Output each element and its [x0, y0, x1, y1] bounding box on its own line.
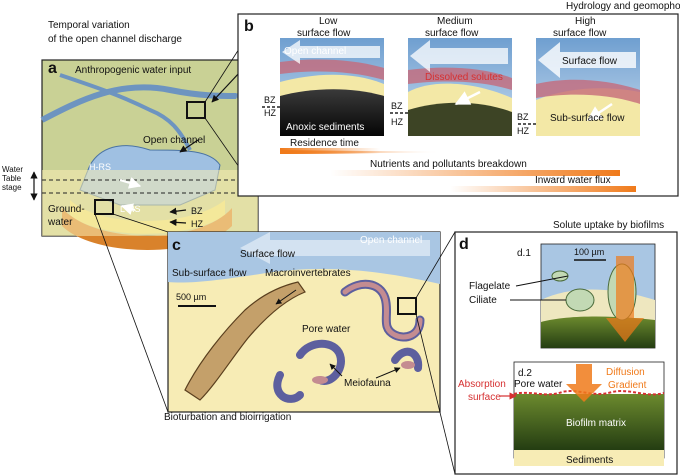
inward-label: Inward water flux: [535, 175, 611, 186]
bz-label-a: BZ: [191, 206, 203, 216]
medium-line2: surface flow: [425, 28, 479, 39]
bz-label-b2: BZ: [391, 101, 403, 111]
hz-label-b1: HZ: [264, 108, 276, 118]
open-channel-label-b: Open channel: [284, 46, 346, 57]
subsurface-label-c: Sub-surface flow: [172, 268, 247, 279]
bz-label-b3: BZ: [517, 112, 529, 122]
absorption-line1: Absorption: [458, 379, 506, 390]
zoom-box-c: [94, 199, 114, 215]
hz-label-a: HZ: [191, 219, 203, 229]
groundwater-line2: water: [47, 217, 73, 228]
hz-label-b2: HZ: [391, 117, 403, 127]
nutrients-label: Nutrients and pollutants breakdown: [370, 159, 527, 170]
diffusion-line1: Diffusion: [606, 367, 645, 378]
bz-label-b1: BZ: [264, 95, 276, 105]
h-rs-label: H-RS: [89, 162, 111, 172]
panel-c-letter: c: [172, 237, 181, 254]
open-channel-label-c: Open channel: [360, 235, 422, 246]
panel-c: [167, 231, 456, 475]
water-table-line3: stage: [2, 183, 22, 192]
pore-water-label-c: Pore water: [302, 324, 351, 335]
open-channel-label-a: Open channel: [143, 135, 205, 146]
surface-flow-label-b: Surface flow: [562, 56, 618, 67]
medium-line1: Medium: [437, 16, 473, 27]
water-table-line1: Water: [2, 165, 23, 174]
hz-label-b3: HZ: [517, 126, 529, 136]
scale-label-d: 100 µm: [574, 247, 604, 257]
panel-a-heading-line1: Temporal variation: [48, 20, 130, 31]
diffusion-line2: Gradient: [608, 380, 647, 391]
anthropogenic-label: Anthropogenic water input: [75, 65, 191, 76]
pore-water-label-d: Pore water: [514, 379, 563, 390]
water-table-line2: Table: [2, 174, 22, 183]
subsurface-label-b: Sub-surface flow: [550, 113, 625, 124]
low-line1: Low: [319, 16, 338, 27]
flagelate-label: Flagelate: [469, 281, 511, 292]
panel-b-letter: b: [244, 18, 254, 35]
scale-label-c: 500 µm: [176, 292, 206, 302]
high-line2: surface flow: [553, 28, 607, 39]
sediments-label: Sediments: [566, 455, 613, 466]
panel-b: [237, 13, 679, 197]
residence-label: Residence time: [290, 138, 359, 149]
panel-d: [454, 231, 678, 475]
panel-b-title: Hydrology and geomophology: [566, 1, 680, 12]
panel-a-letter: a: [48, 60, 57, 77]
d2-label: d.2: [518, 368, 532, 379]
d1-label: d.1: [517, 248, 531, 259]
panel-a-heading-line2: of the open channel discharge: [48, 34, 182, 45]
panel-d-title: Solute uptake by biofilms: [553, 220, 664, 231]
biofilm-label: Biofilm matrix: [566, 418, 626, 429]
absorption-line2: surface: [468, 392, 501, 403]
meiofauna-label: Meiofauna: [344, 378, 391, 389]
macro-label: Macroinvertebrates: [265, 268, 351, 279]
bioturbation-label: Bioturbation and bioirrigation: [164, 412, 291, 423]
ciliate-label: Ciliate: [469, 295, 497, 306]
surface-flow-label-c: Surface flow: [240, 249, 296, 260]
anoxic-label: Anoxic sediments: [286, 122, 364, 133]
l-rs-label: L-RS: [120, 204, 141, 214]
zoom-box-b: [186, 101, 206, 119]
high-line1: High: [575, 16, 596, 27]
groundwater-line1: Ground-: [48, 204, 85, 215]
dissolved-label: Dissolved solutes: [425, 72, 503, 83]
panel-d-letter: d: [459, 236, 469, 253]
zoom-box-d: [397, 297, 417, 315]
low-line2: surface flow: [297, 28, 351, 39]
